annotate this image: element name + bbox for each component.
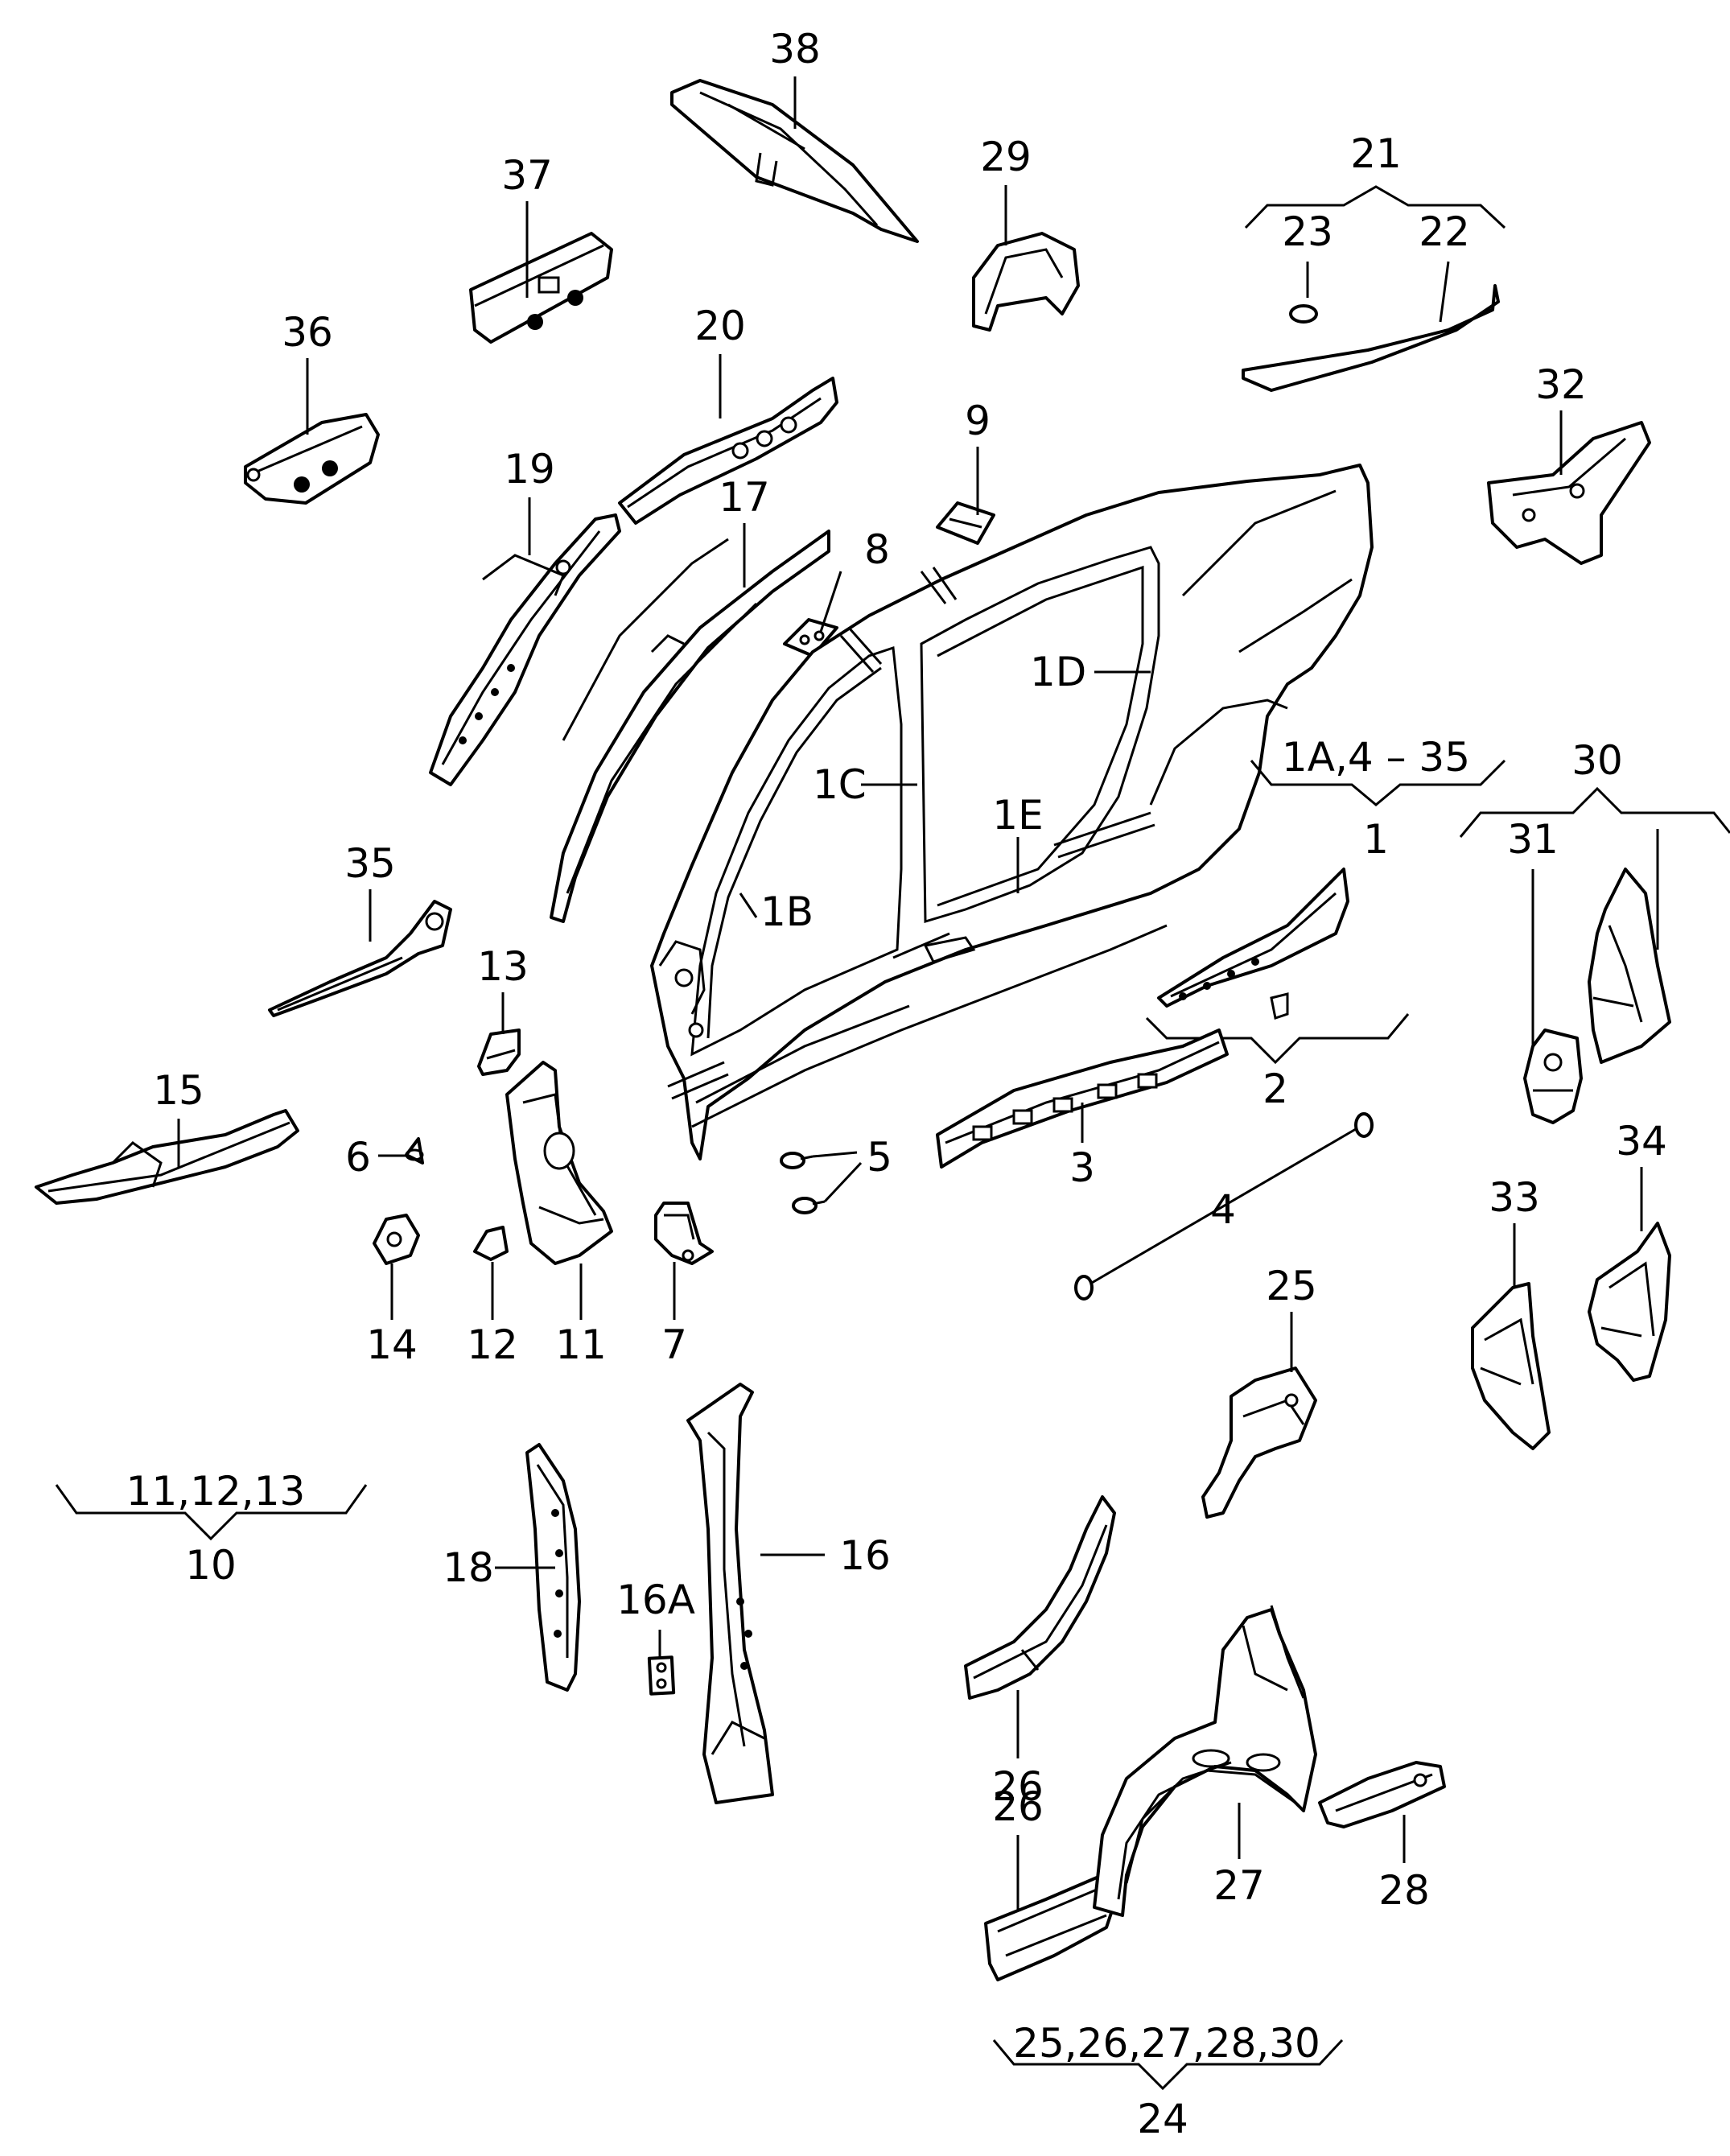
part-38	[670, 79, 919, 243]
part-19	[429, 513, 621, 786]
label-1A: 1A,4 – 35	[1282, 734, 1470, 781]
leader-8	[819, 571, 842, 633]
label-7: 7	[661, 1321, 687, 1368]
part-32	[1487, 421, 1651, 565]
label-20: 20	[694, 303, 746, 349]
part-37	[469, 232, 613, 344]
label-1C: 1C	[813, 761, 867, 808]
label-22: 22	[1419, 208, 1470, 255]
part-6	[405, 1137, 424, 1165]
leader-5	[812, 1151, 863, 1203]
label-26a: 26	[992, 1763, 1044, 1810]
part-29	[972, 232, 1080, 332]
label-3: 3	[1069, 1144, 1095, 1191]
part-27	[1093, 1605, 1317, 1917]
label-16A: 16A	[616, 1577, 695, 1623]
part-12	[473, 1226, 509, 1261]
label-1B: 1B	[760, 888, 814, 935]
label-13: 13	[477, 943, 529, 990]
bracket-24	[992, 2039, 1344, 2091]
label-38: 38	[769, 26, 821, 72]
label-16: 16	[839, 1532, 891, 1579]
part-5	[780, 1152, 826, 1214]
label-30: 30	[1571, 737, 1623, 784]
label-1D: 1D	[1030, 649, 1086, 695]
label-31: 31	[1507, 816, 1559, 863]
part-23	[1289, 304, 1318, 324]
part-26-upper	[964, 1495, 1116, 1700]
label-4: 4	[1210, 1186, 1236, 1233]
label-34: 34	[1616, 1118, 1667, 1165]
label-2: 2	[1262, 1066, 1288, 1112]
label-8: 8	[864, 526, 890, 573]
label-26b: 26	[992, 1783, 1044, 1830]
label-1E: 1E	[992, 792, 1043, 839]
label-10: 10	[185, 1542, 237, 1589]
label-29: 29	[980, 134, 1032, 180]
part-3	[936, 1029, 1229, 1169]
bracket-21	[1244, 185, 1506, 229]
part-26-lower	[984, 1874, 1120, 1981]
part-31	[1523, 1029, 1583, 1124]
leader-1B	[739, 892, 758, 918]
label-28: 28	[1378, 1867, 1430, 1914]
bracket-10	[55, 1484, 368, 1541]
part-7	[654, 1202, 714, 1265]
part-9	[936, 501, 995, 545]
bracket-2	[1145, 1013, 1410, 1065]
label-19: 19	[504, 446, 555, 493]
part-25	[1201, 1367, 1317, 1519]
part-34	[1588, 1222, 1671, 1382]
leader-22	[1439, 261, 1450, 323]
part-2	[1157, 868, 1349, 1020]
label-36: 36	[282, 309, 333, 356]
label-35: 35	[344, 840, 396, 887]
part-28	[1318, 1761, 1446, 1828]
label-18: 18	[443, 1544, 494, 1591]
part-22	[1242, 284, 1500, 392]
part-1-side-panel	[650, 464, 1374, 1160]
label-10-group: 11,12,13	[126, 1468, 306, 1515]
label-5: 5	[867, 1134, 892, 1181]
label-25: 25	[1266, 1263, 1317, 1309]
label-23: 23	[1282, 208, 1333, 255]
part-14	[373, 1214, 420, 1265]
part-8	[783, 618, 838, 658]
label-21: 21	[1350, 130, 1402, 177]
label-9: 9	[965, 398, 991, 444]
part-36	[244, 413, 380, 505]
label-24-group: 25,26,27,28,30	[1013, 2020, 1320, 2067]
part-11	[505, 1061, 613, 1265]
part-13	[477, 1029, 521, 1076]
label-32: 32	[1535, 361, 1587, 408]
label-14: 14	[366, 1321, 418, 1368]
part-20	[618, 377, 838, 525]
part-4	[1074, 1112, 1374, 1301]
part-15	[35, 1109, 299, 1205]
label-17: 17	[719, 474, 770, 521]
label-24: 24	[1137, 2096, 1188, 2142]
label-15: 15	[153, 1067, 204, 1114]
label-11: 11	[555, 1321, 607, 1368]
part-17	[550, 530, 830, 923]
label-12: 12	[467, 1321, 518, 1368]
bracket-30	[1459, 786, 1730, 838]
part-30	[1588, 868, 1671, 1064]
part-35	[268, 900, 452, 1017]
part-16	[686, 1383, 774, 1804]
label-1: 1	[1363, 816, 1389, 863]
label-37: 37	[501, 152, 553, 199]
bracket-1	[1250, 759, 1506, 806]
part-33	[1471, 1282, 1551, 1450]
part-16A	[647, 1655, 676, 1696]
label-6: 6	[345, 1134, 371, 1181]
label-33: 33	[1489, 1174, 1540, 1221]
label-27: 27	[1213, 1862, 1265, 1909]
